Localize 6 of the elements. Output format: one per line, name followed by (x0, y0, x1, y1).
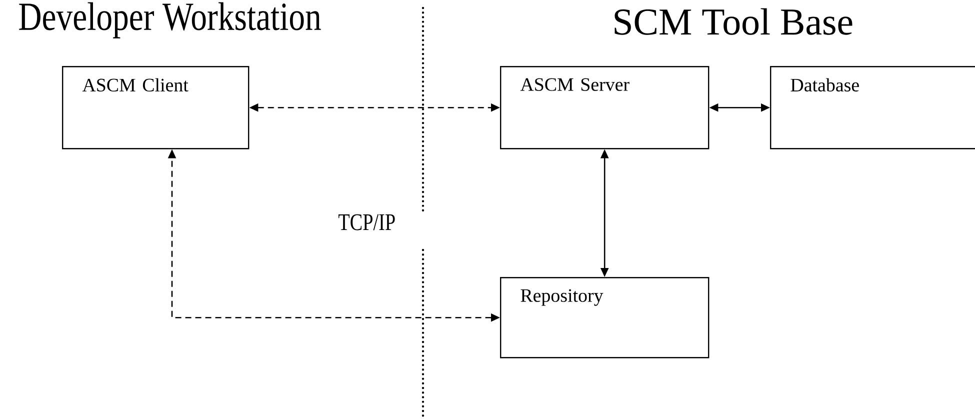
box: ASCM Client (62, 66, 250, 150)
heading: SCM Tool Base (614, 8, 852, 35)
box: ASCM Server (500, 66, 710, 150)
box: Repository (500, 277, 710, 358)
box: Database (770, 66, 975, 150)
heading: TCP/IP (338, 214, 395, 230)
